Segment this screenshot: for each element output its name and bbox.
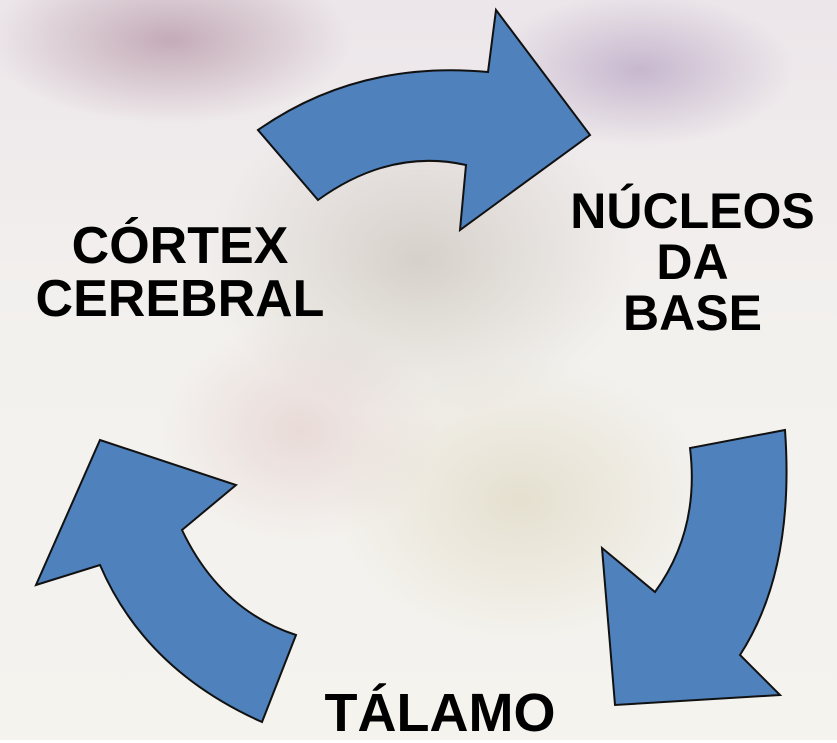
node-talamo: TÁLAMO (300, 683, 580, 743)
node-cortex-cerebral: CÓRTEX CEREBRAL (20, 217, 340, 329)
node-nucleos-line-3: BASE (623, 285, 762, 341)
arrow-nucleos-to-talamo (600, 428, 788, 707)
node-cortex-line-1: CÓRTEX (71, 217, 289, 275)
arrow-cortex-to-nucleos (256, 7, 592, 233)
node-nucleos-line-2: DA (656, 234, 729, 290)
arrow-talamo-to-cortex (34, 438, 298, 724)
node-nucleos-da-base: NÚCLEOS DA BASE (548, 186, 837, 339)
node-nucleos-line-1: NÚCLEOS (570, 183, 815, 239)
node-cortex-line-2: CEREBRAL (35, 270, 325, 329)
node-talamo-line-1: TÁLAMO (324, 683, 556, 743)
